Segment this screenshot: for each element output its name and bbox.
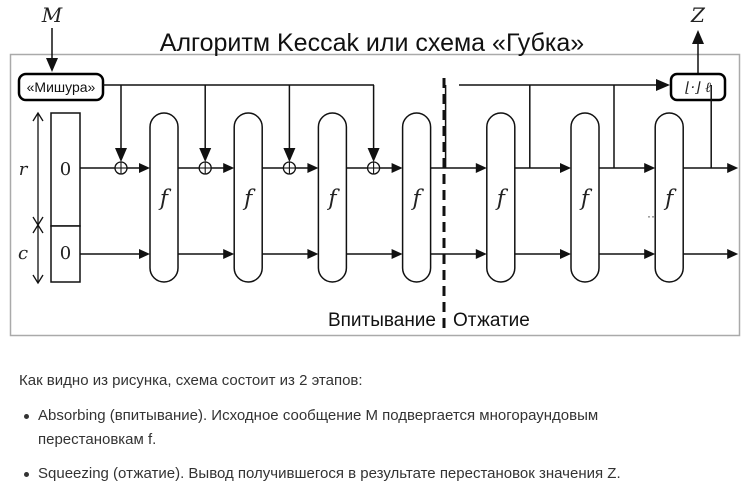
phase-list-item-absorbing: Absorbing (впитывание). Исходное сообщен… xyxy=(24,404,698,452)
message-block-arrowhead xyxy=(115,148,127,162)
phase-list: Absorbing (впитывание). Исходное сообщен… xyxy=(0,404,698,496)
permutation-f-block xyxy=(233,112,263,283)
diagram-title: Алгоритм Keccak или схема «Губка» xyxy=(160,29,584,57)
state-rate-value: 0 xyxy=(60,159,71,180)
capacity-wire-head xyxy=(644,249,656,259)
phase-list-item-text: Absorbing (впитывание). Исходное сообщен… xyxy=(38,407,599,448)
squeeze-bus-arrowhead xyxy=(656,79,670,91)
permutation-f-block xyxy=(317,112,348,283)
state-register-capacity xyxy=(50,225,81,283)
message-block-arrowhead xyxy=(199,148,212,162)
rate-wire-head xyxy=(223,163,235,173)
rate-wire-head xyxy=(560,163,571,173)
rate-label: r xyxy=(19,159,29,180)
truncate-box-label: ⌊·⌋ ℓ xyxy=(685,80,711,96)
capacity-wire-head xyxy=(139,249,150,259)
diagram-frame xyxy=(9,53,741,337)
capacity-wire-head xyxy=(307,249,319,259)
permutation-f-block xyxy=(570,112,600,283)
output-arrowhead xyxy=(692,30,704,44)
output-label-z: Z xyxy=(690,3,706,27)
capacity-label: c xyxy=(18,243,28,264)
capacity-dimension-top-tick xyxy=(32,223,44,234)
phase-absorb-label: Впитывание xyxy=(328,310,436,331)
rate-dimension-top-tick xyxy=(32,111,44,122)
phase-squeeze-label: Отжатие xyxy=(453,310,530,331)
rate-wire-head xyxy=(391,163,403,173)
message-block-arrowhead xyxy=(367,148,380,162)
rate-wire-head xyxy=(139,163,150,173)
bullet-icon xyxy=(24,472,29,477)
capacity-wire-head xyxy=(223,249,235,259)
rate-wire-head xyxy=(307,163,319,173)
state-register-rate xyxy=(50,112,81,227)
padding-box-label: «Мишура» xyxy=(27,79,96,95)
bullet-icon xyxy=(24,414,29,419)
intro-paragraph: Как видно из рисунка, схема состоит из 2… xyxy=(19,372,363,389)
capacity-wire-head xyxy=(560,249,571,259)
input-arrowhead xyxy=(46,58,58,72)
padding-box xyxy=(17,72,105,102)
capacity-wire-out-head xyxy=(727,249,739,259)
permutation-f-block xyxy=(486,112,516,283)
phase-list-item-squeezing: Squeezing (отжатие). Вывод получившегося… xyxy=(24,462,698,486)
capacity-dimension-bottom-tick xyxy=(32,274,44,285)
permutation-f-block xyxy=(401,112,432,283)
permutation-f-block xyxy=(149,112,179,283)
sponge-diagram: Алгоритм Keccak или схема «Губка» M Z «М… xyxy=(9,3,741,337)
rate-wire-head xyxy=(475,163,487,173)
permutation-f-block xyxy=(654,112,684,283)
capacity-wire-head xyxy=(391,249,403,259)
state-capacity-value: 0 xyxy=(60,243,71,264)
capacity-wire-head xyxy=(475,249,487,259)
rate-wire-out-head xyxy=(727,163,739,173)
input-label-m: M xyxy=(41,3,63,27)
phase-list-item-text: Squeezing (отжатие). Вывод получившегося… xyxy=(38,465,621,482)
message-block-arrowhead xyxy=(283,148,296,162)
rate-wire-head xyxy=(644,163,656,173)
